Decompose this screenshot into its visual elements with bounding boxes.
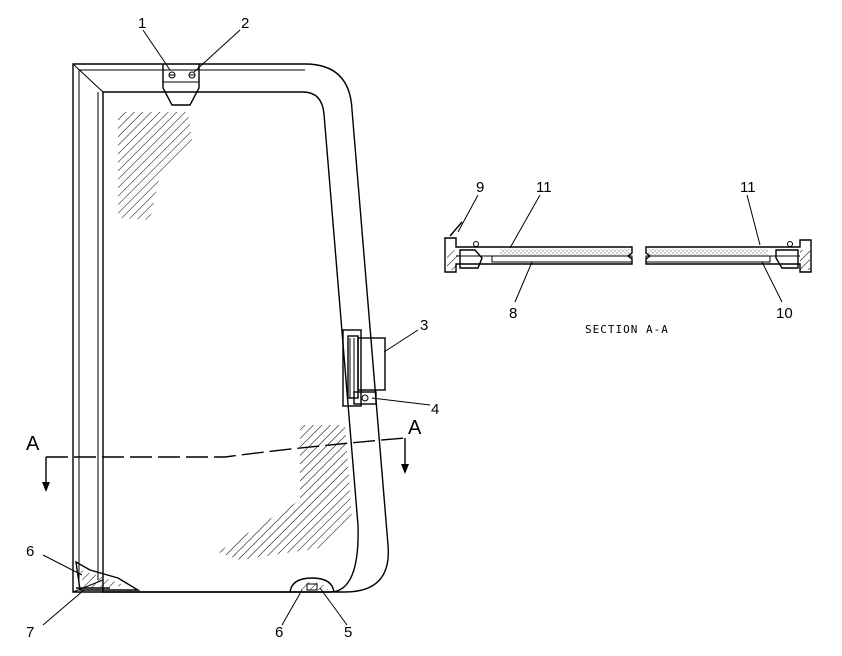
- callout-3: 3: [420, 317, 428, 334]
- section-caption: SECTION A-A: [585, 323, 669, 336]
- callout-7: 7: [26, 624, 34, 641]
- glass-hatch-top: [118, 112, 192, 220]
- callout-6-bottom: 6: [275, 624, 283, 641]
- section-letter-left: A: [26, 433, 40, 455]
- corner-seal: [75, 560, 141, 591]
- callout-1: 1: [138, 15, 146, 32]
- top-bracket: [162, 64, 200, 106]
- callout-9: 9: [476, 179, 484, 196]
- bottom-pin: [289, 577, 335, 593]
- callout-5: 5: [344, 624, 352, 641]
- section-cut-line: [42, 437, 409, 492]
- callout-8: 8: [509, 305, 517, 322]
- leader-lines: [42, 29, 783, 626]
- glass-hatch-bottom: [218, 425, 352, 560]
- callout-11-left: 11: [536, 179, 552, 196]
- section-letter-right: A: [408, 417, 422, 439]
- callout-6-left: 6: [26, 543, 34, 560]
- window-frame: [72, 63, 389, 593]
- callout-11-right: 11: [740, 179, 756, 196]
- section-detail: [444, 221, 812, 273]
- latch-assembly: [342, 329, 386, 407]
- callout-10: 10: [776, 305, 793, 322]
- callout-2: 2: [241, 15, 249, 32]
- callout-4: 4: [431, 401, 439, 418]
